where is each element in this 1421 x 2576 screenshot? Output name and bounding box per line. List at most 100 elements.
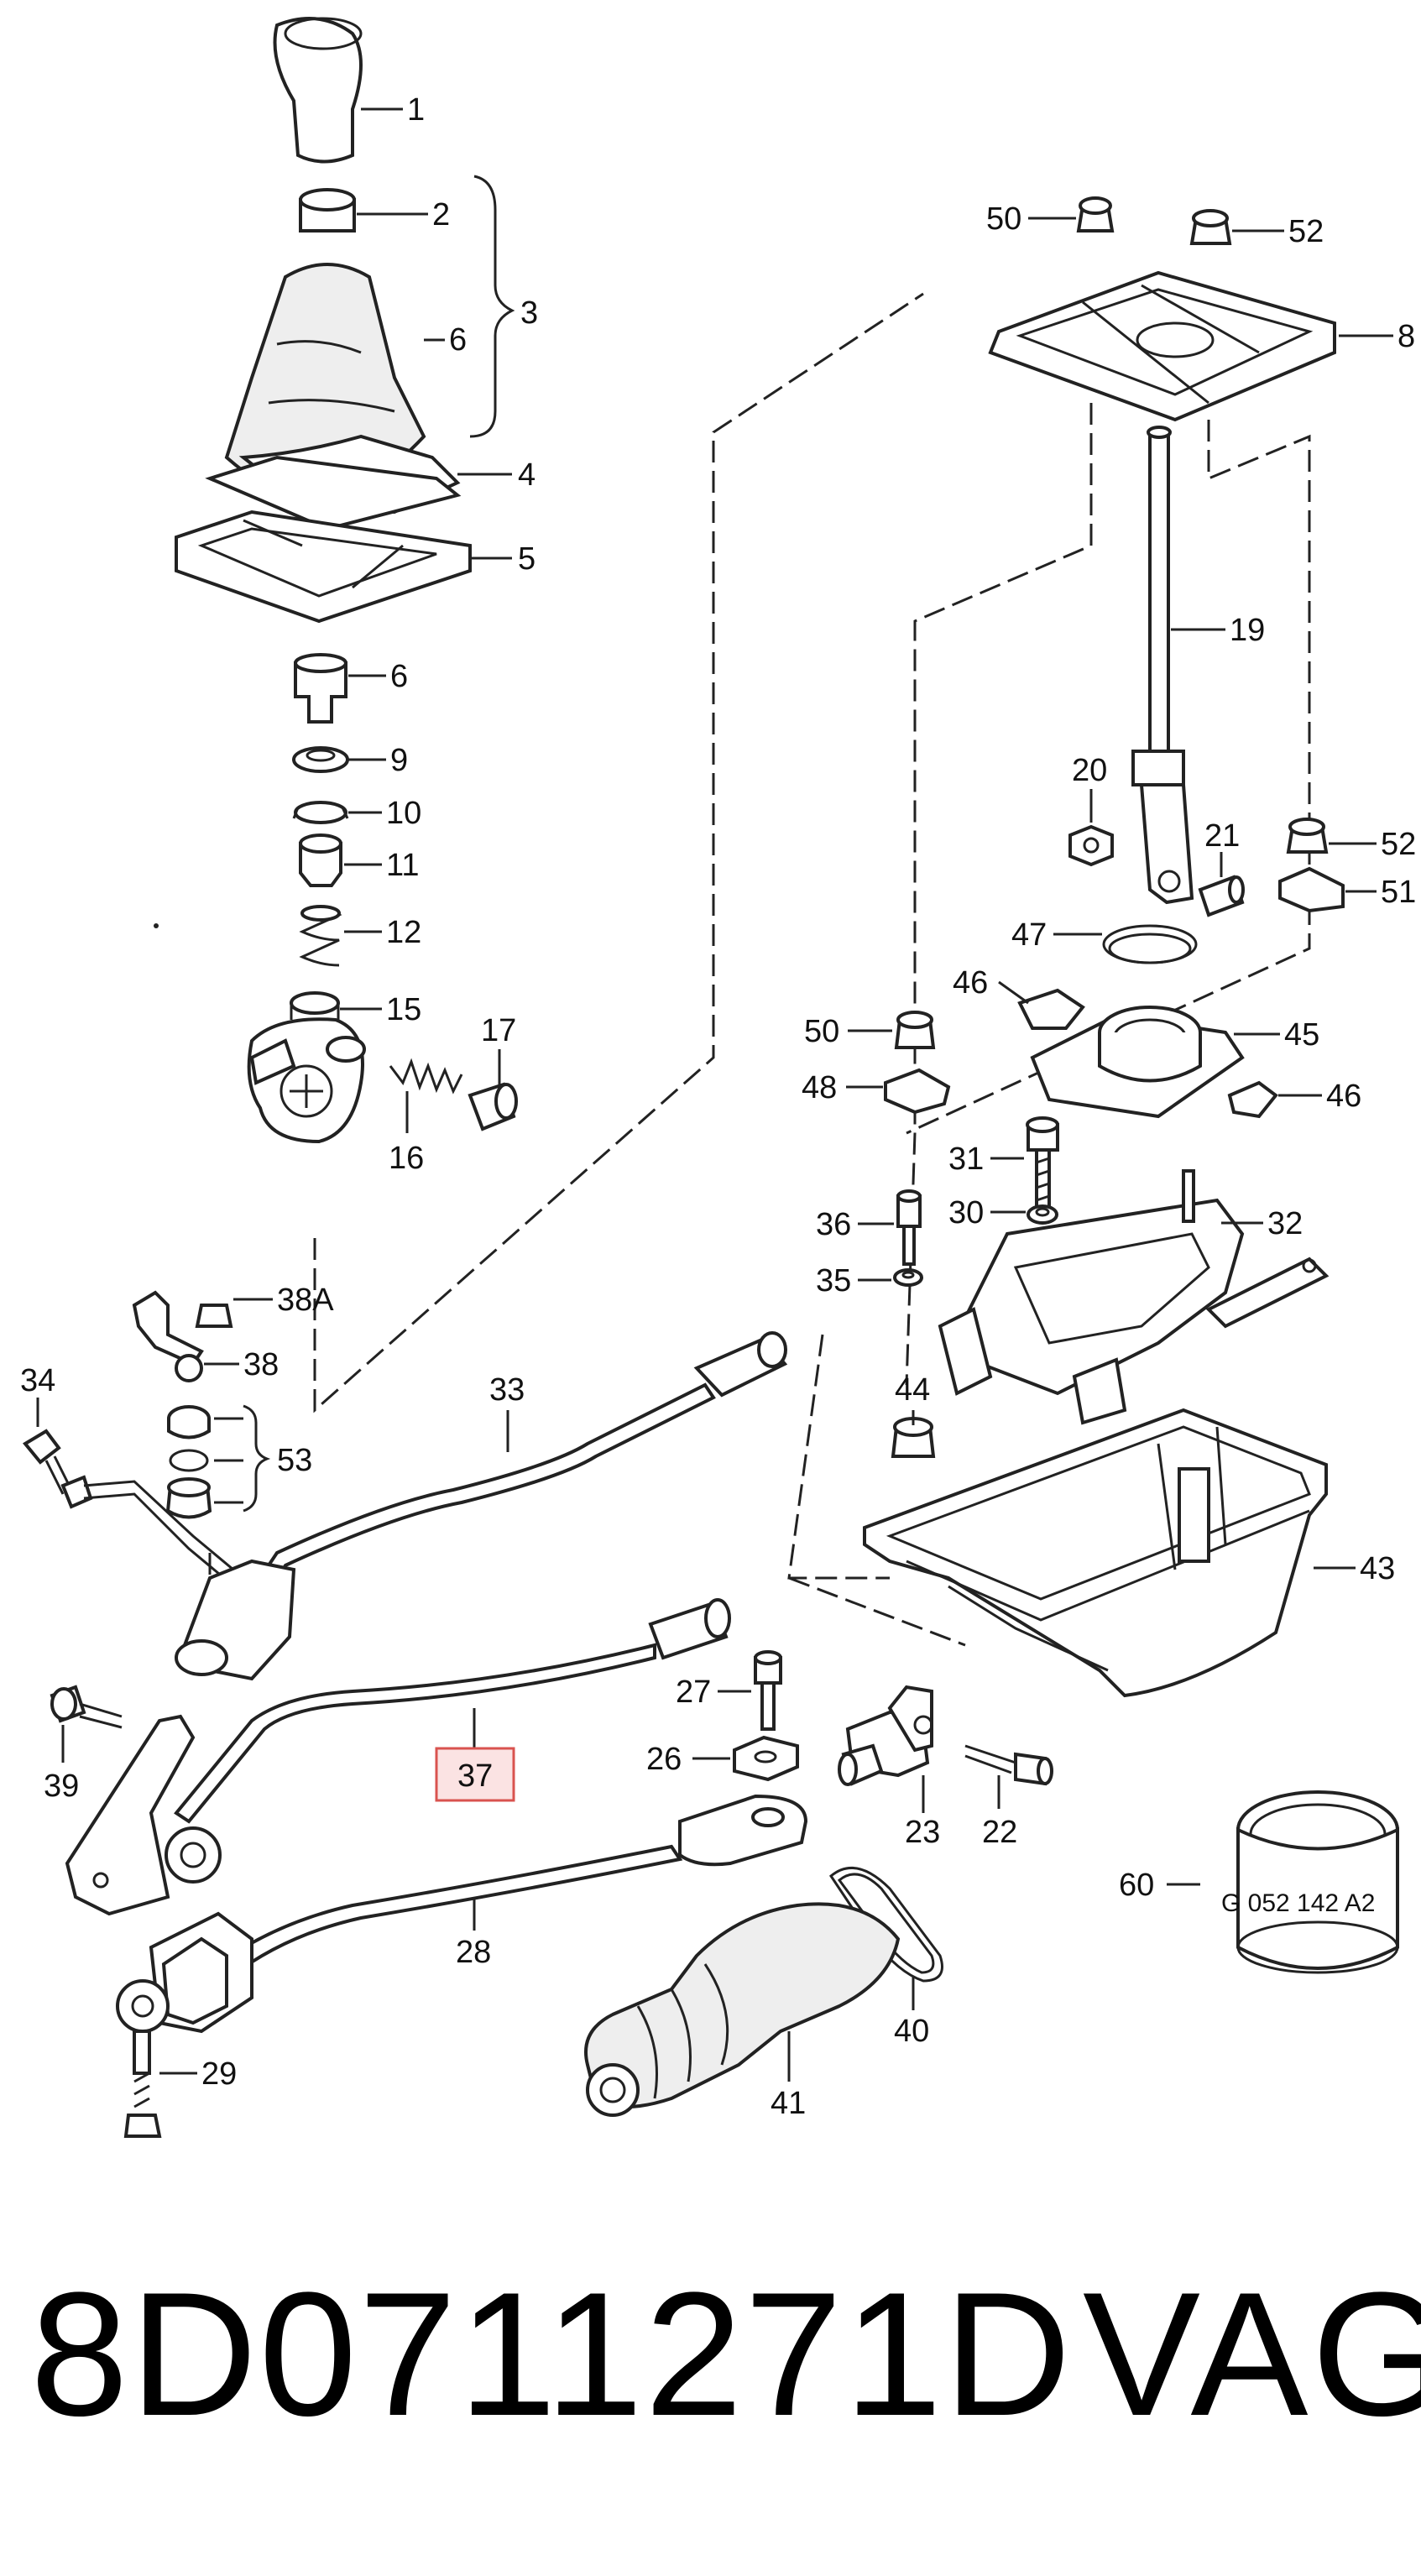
bracket-base bbox=[175, 1559, 296, 1681]
clip-10 bbox=[292, 801, 349, 824]
callout-36: 36 bbox=[816, 1207, 851, 1242]
callout-22: 22 bbox=[982, 1815, 1017, 1850]
gasket-label-text: G 052 142 A2 bbox=[1221, 1889, 1376, 1917]
boot-frame bbox=[205, 434, 462, 531]
spring-12 bbox=[299, 905, 342, 967]
callout-60: 60 bbox=[1119, 1868, 1154, 1903]
bushing bbox=[294, 653, 347, 724]
callout-41: 41 bbox=[771, 2086, 806, 2121]
stray-mark bbox=[154, 923, 159, 928]
callout-15: 15 bbox=[386, 992, 421, 1027]
pin-21 bbox=[1198, 875, 1245, 917]
cable-33 bbox=[258, 1331, 788, 1589]
callout-46-upper: 46 bbox=[953, 965, 988, 1001]
cover-plate bbox=[988, 270, 1336, 422]
console-tray-43 bbox=[863, 1408, 1328, 1698]
cable-28 bbox=[215, 1794, 808, 1979]
callout-35: 35 bbox=[816, 1263, 851, 1298]
washer-26 bbox=[733, 1735, 799, 1782]
washer-30 bbox=[1027, 1204, 1058, 1225]
nut-50-top bbox=[1076, 196, 1115, 233]
clevis-23 bbox=[838, 1685, 933, 1786]
o-ring-40 bbox=[829, 1866, 943, 1983]
callout-6-lower: 6 bbox=[390, 659, 408, 694]
bracket-46-lower bbox=[1227, 1080, 1278, 1119]
callout-47: 47 bbox=[1011, 917, 1047, 953]
callout-1: 1 bbox=[407, 92, 425, 128]
pin-17 bbox=[468, 1082, 518, 1131]
bolt-36 bbox=[896, 1189, 922, 1266]
callout-9: 9 bbox=[390, 743, 408, 778]
callout-37-highlight bbox=[435, 1747, 515, 1802]
shift-gate-plate bbox=[175, 509, 472, 624]
callout-11: 11 bbox=[386, 848, 419, 883]
callout-46-lower: 46 bbox=[1326, 1079, 1361, 1114]
callout-6-upper: 6 bbox=[449, 322, 467, 358]
nut-52-mid bbox=[1286, 818, 1329, 854]
rubber-boot-41 bbox=[584, 1902, 901, 2117]
callout-51: 51 bbox=[1381, 875, 1416, 910]
gasket-60 bbox=[1236, 1790, 1399, 1974]
callout-29: 29 bbox=[201, 2056, 237, 2092]
callout-19: 19 bbox=[1230, 613, 1265, 648]
washer-9 bbox=[292, 746, 349, 773]
callout-50-mid: 50 bbox=[804, 1014, 839, 1049]
callout-31: 31 bbox=[948, 1142, 984, 1177]
ball-38 bbox=[175, 1354, 203, 1382]
callout-43: 43 bbox=[1360, 1551, 1395, 1586]
callout-50-top: 50 bbox=[986, 201, 1021, 237]
brand-name: VAG bbox=[1083, 2255, 1421, 2453]
callout-32: 32 bbox=[1267, 1206, 1303, 1241]
callout-53: 53 bbox=[277, 1443, 312, 1478]
callout-5: 5 bbox=[518, 541, 535, 577]
callout-38: 38 bbox=[243, 1347, 279, 1382]
knob-ring bbox=[299, 188, 356, 233]
shift-rod-19 bbox=[1131, 426, 1194, 905]
bracket-46-upper bbox=[1017, 988, 1085, 1030]
callout-34: 34 bbox=[20, 1363, 55, 1398]
bolt-31 bbox=[1026, 1116, 1059, 1210]
ball-housing bbox=[247, 1017, 366, 1144]
callout-26: 26 bbox=[646, 1742, 682, 1777]
bolt-27 bbox=[754, 1650, 782, 1731]
cable-37 bbox=[174, 1598, 731, 1824]
mount-bracket-39 bbox=[65, 1714, 222, 1916]
callout-39: 39 bbox=[44, 1769, 79, 1804]
washer-35 bbox=[893, 1268, 923, 1287]
callout-17: 17 bbox=[481, 1013, 516, 1048]
callout-20: 20 bbox=[1072, 753, 1107, 788]
nut-50-mid bbox=[894, 1011, 936, 1049]
bearing-housing-45 bbox=[1030, 1006, 1245, 1119]
callout-37: 37 bbox=[457, 1758, 493, 1794]
callout-33: 33 bbox=[489, 1372, 525, 1408]
callout-21: 21 bbox=[1204, 818, 1240, 854]
nut-52-top bbox=[1189, 209, 1232, 245]
callout-12: 12 bbox=[386, 915, 421, 950]
spring-seat-11 bbox=[299, 833, 342, 887]
callout-23: 23 bbox=[905, 1815, 940, 1850]
callout-10: 10 bbox=[386, 796, 421, 831]
part-number: 8D0711271D bbox=[30, 2255, 1074, 2453]
callout-28: 28 bbox=[456, 1935, 491, 1970]
callout-38A: 38A bbox=[277, 1283, 334, 1318]
callout-27: 27 bbox=[676, 1675, 711, 1710]
callout-45: 45 bbox=[1284, 1017, 1319, 1053]
bushing-15 bbox=[290, 991, 340, 1020]
nut-20 bbox=[1068, 824, 1114, 867]
spring-16 bbox=[389, 1058, 463, 1095]
clip-51 bbox=[1278, 866, 1345, 913]
selector-housing-32 bbox=[938, 1169, 1330, 1425]
callout-2: 2 bbox=[432, 197, 450, 233]
clip-38A bbox=[132, 1290, 233, 1366]
callouts: 1 2 3 6 4 5 6 9 10 11 12 15 17 bbox=[20, 92, 1416, 2121]
bolt-22 bbox=[964, 1744, 1053, 1786]
linkage-rod-34 bbox=[83, 1480, 244, 1592]
callout-8: 8 bbox=[1397, 319, 1415, 354]
callout-16: 16 bbox=[389, 1141, 424, 1176]
callout-30: 30 bbox=[948, 1195, 984, 1231]
callout-52-mid: 52 bbox=[1381, 827, 1416, 862]
gear-housing-29 bbox=[116, 1911, 253, 2138]
callout-4: 4 bbox=[518, 457, 535, 493]
gear-knob bbox=[273, 17, 363, 164]
bolt-34 bbox=[22, 1429, 93, 1509]
